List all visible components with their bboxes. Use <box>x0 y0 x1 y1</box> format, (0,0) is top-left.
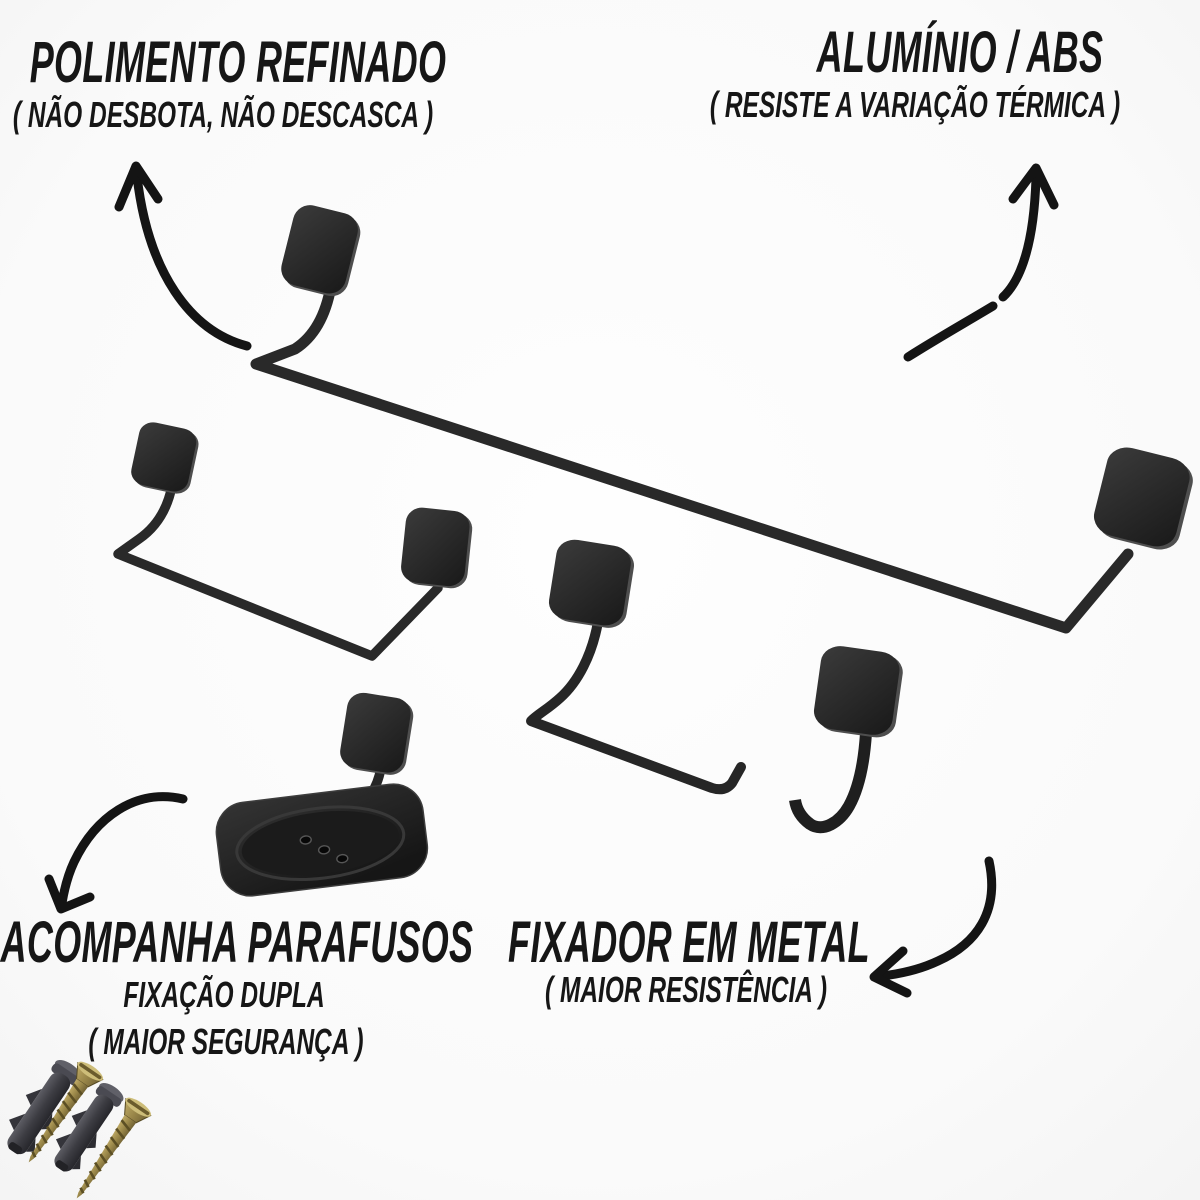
label-top-left-subtitle: ( NÃO DESBOTA, NÃO DESCASCA ) <box>12 94 434 135</box>
towel-bar-large-left-mount <box>277 201 365 300</box>
towel-bar-medium-right-mount <box>399 506 474 590</box>
soap-dish <box>215 690 429 897</box>
robe-hook <box>789 643 906 834</box>
towel-bar-large-right-mount <box>1089 442 1198 554</box>
soap-dish-drain-holes <box>299 835 349 864</box>
label-bottom-middle-title: FIXADOR EM METAL <box>508 910 870 975</box>
label-bottom-left-subtitle2: ( MAIOR SEGURANÇA ) <box>88 1021 364 1062</box>
towel-bar-large <box>250 201 1198 634</box>
annotation-arrow-top-left <box>114 161 252 351</box>
soap-dish-mount <box>337 690 416 778</box>
toilet-paper-holder <box>526 536 746 795</box>
label-bottom-middle-subtitle: ( MAIOR RESISTÊNCIA ) <box>545 969 827 1010</box>
annotation-arrow-top-right <box>903 163 1059 362</box>
label-top-right-title: ALUMÍNIO / ABS <box>816 20 1104 85</box>
annotation-arrow-bottom-middle <box>869 856 997 998</box>
towel-bar-medium-left-mount <box>128 419 202 497</box>
soap-dish-tray <box>215 783 429 897</box>
label-bottom-left-subtitle1: FIXAÇÃO DUPLA <box>123 974 325 1015</box>
towel-bar-medium <box>113 419 474 661</box>
toilet-paper-holder-mount <box>546 536 637 631</box>
label-top-left-title: POLIMENTO REFINADO <box>29 30 447 95</box>
wall-anchors-and-screws <box>0 1052 156 1200</box>
annotation-arrow-bottom-left <box>44 792 188 914</box>
label-bottom-left-title: ACOMPANHA PARAFUSOS <box>0 910 474 975</box>
label-top-right-subtitle: ( RESISTE A VARIAÇÃO TÉRMICA ) <box>709 84 1121 125</box>
robe-hook-mount <box>811 643 906 740</box>
